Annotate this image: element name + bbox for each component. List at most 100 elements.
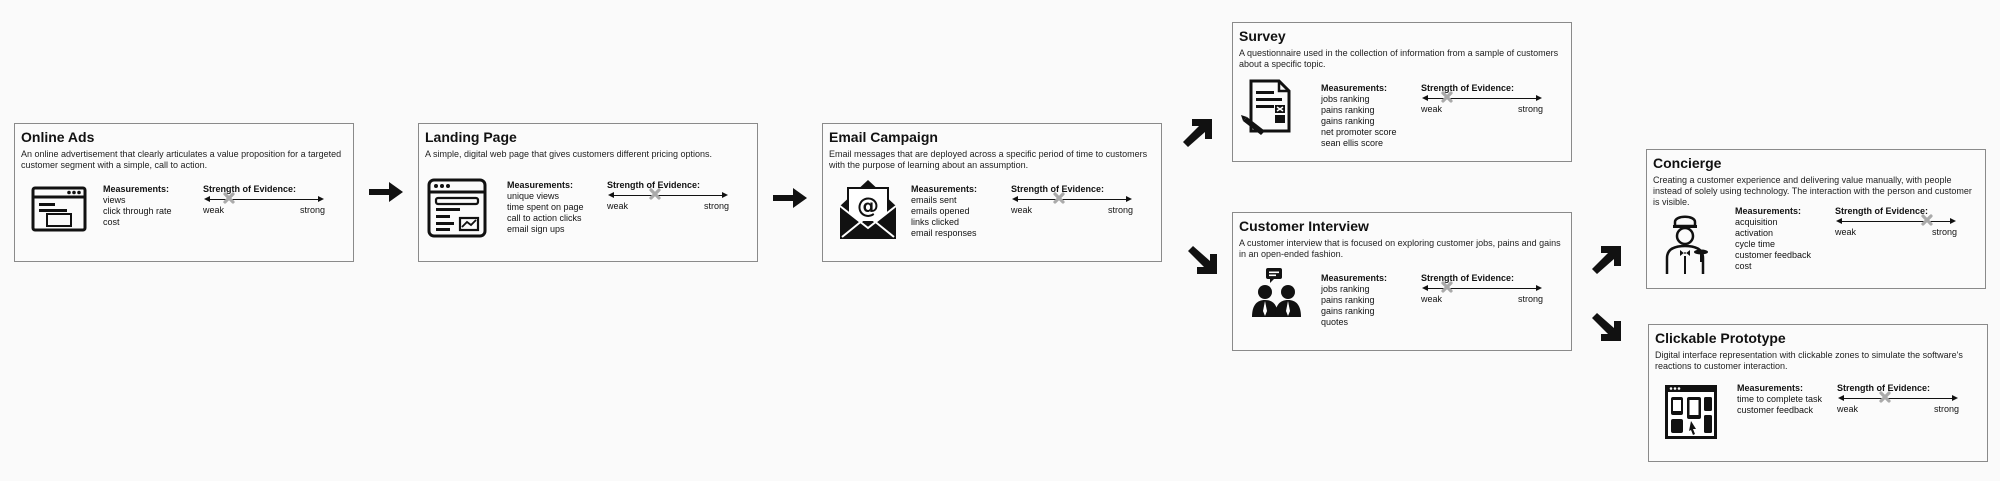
evidence-marker-icon <box>1053 192 1065 204</box>
measurement-item: jobs ranking <box>1321 94 1370 104</box>
questionnaire-icon <box>1239 79 1297 137</box>
evidence-marker-icon <box>1441 91 1453 103</box>
measurement-item: pains ranking <box>1321 105 1375 115</box>
strength-heading: Strength of Evidence: <box>1835 206 1929 216</box>
strength-of-evidence: Strength of Evidence: weak strong <box>1835 206 1957 246</box>
card-title: Landing Page <box>425 129 517 145</box>
measurement-item: acquisition <box>1735 217 1778 227</box>
scale-weak-label: weak <box>1837 404 1859 414</box>
evidence-marker-icon <box>223 192 235 204</box>
evidence-scale-line <box>608 191 728 198</box>
evidence-marker-icon <box>1441 281 1453 293</box>
strength-heading: Strength of Evidence: <box>203 184 297 194</box>
scale-weak-label: weak <box>1835 227 1857 237</box>
measurement-item: jobs ranking <box>1321 284 1370 294</box>
scale-strong-label: strong <box>299 205 325 215</box>
scale-strong-label: strong <box>1107 205 1133 215</box>
measurement-item: net promoter score <box>1321 127 1397 137</box>
concierge-person-icon <box>1661 212 1709 276</box>
card-title: Customer Interview <box>1239 218 1369 234</box>
card-title: Survey <box>1239 28 1286 44</box>
measurement-item: cost <box>103 217 120 227</box>
card-description: A simple, digital web page that gives cu… <box>425 149 712 159</box>
card-clickable-prototype: Clickable Prototype Digital interface re… <box>1648 324 1988 462</box>
measurement-item: quotes <box>1321 317 1349 327</box>
measurements-heading: Measurements: <box>103 184 170 194</box>
svg-text:@: @ <box>857 194 879 219</box>
measurement-item: gains ranking <box>1321 116 1375 126</box>
arrow-down-right-icon <box>1188 246 1217 274</box>
arrow-up-right-icon <box>1183 119 1212 147</box>
scale-weak-label: weak <box>1011 205 1033 215</box>
strength-of-evidence: Strength of Evidence: weak strong <box>607 180 729 220</box>
interview-people-icon <box>1251 267 1303 319</box>
arrow-right-icon <box>369 182 403 202</box>
measurement-item: gains ranking <box>1321 306 1375 316</box>
evidence-marker-icon <box>1879 391 1891 403</box>
measurement-item: email sign ups <box>507 224 565 234</box>
card-title: Concierge <box>1653 155 1722 171</box>
measurements-heading: Measurements: <box>1321 83 1388 93</box>
prototype-screens-icon <box>1663 383 1719 441</box>
evidence-scale-line <box>1422 94 1542 101</box>
strength-heading: Strength of Evidence: <box>1011 184 1105 194</box>
measurements-heading: Measurements: <box>911 184 978 194</box>
measurement-item: time to complete task <box>1737 394 1823 404</box>
measurement-item: views <box>103 195 126 205</box>
measurement-item: links clicked <box>911 217 960 227</box>
strength-heading: Strength of Evidence: <box>607 180 701 190</box>
card-landing-page: Landing Page A simple, digital web page … <box>418 123 758 262</box>
scale-weak-label: weak <box>607 201 629 211</box>
scale-strong-label: strong <box>703 201 729 211</box>
measurements-heading: Measurements: <box>1735 206 1802 216</box>
strength-heading: Strength of Evidence: <box>1837 383 1931 393</box>
measurement-item: email responses <box>911 228 977 238</box>
email-envelope-icon: @ <box>837 176 899 242</box>
card-online-ads: Online Ads An online advertisement that … <box>14 123 354 262</box>
strength-of-evidence: Strength of Evidence: weak strong <box>1421 273 1543 313</box>
card-email-campaign: Email Campaign Email messages that are d… <box>822 123 1162 262</box>
strength-of-evidence: Strength of Evidence: weak strong <box>1421 83 1543 123</box>
measurement-item: unique views <box>507 191 560 201</box>
measurements-heading: Measurements: <box>1321 273 1388 283</box>
scale-strong-label: strong <box>1517 294 1543 304</box>
measurement-item: pains ranking <box>1321 295 1375 305</box>
card-description: Email messages that are deployed across … <box>829 149 1148 170</box>
evidence-scale-line <box>1838 394 1958 401</box>
scale-weak-label: weak <box>1421 104 1443 114</box>
arrow-down-right-icon <box>1592 313 1621 341</box>
scale-weak-label: weak <box>203 205 225 215</box>
card-concierge: Concierge Creating a customer experience… <box>1646 149 1986 289</box>
measurement-item: activation <box>1735 228 1774 238</box>
card-description: A questionnaire used in the collection o… <box>1239 48 1559 69</box>
measurement-item: customer feedback <box>1737 405 1814 415</box>
scale-strong-label: strong <box>1517 104 1543 114</box>
card-customer-interview: Customer Interview A customer interview … <box>1232 212 1572 351</box>
strength-of-evidence: Strength of Evidence: weak strong <box>1837 383 1959 423</box>
measurement-item: cost <box>1735 261 1752 271</box>
measurement-item: sean ellis score <box>1321 138 1384 148</box>
measurement-item: emails sent <box>911 195 957 205</box>
scale-strong-label: strong <box>1931 227 1957 237</box>
arrow-up-right-icon <box>1592 246 1621 274</box>
web-page-icon <box>427 178 487 238</box>
evidence-scale-line <box>1012 195 1132 202</box>
card-description: Creating a customer experience and deliv… <box>1653 175 1972 207</box>
measurement-item: emails opened <box>911 206 970 216</box>
card-survey: Survey A questionnaire used in the colle… <box>1232 22 1572 162</box>
measurement-item: time spent on page <box>507 202 584 212</box>
strength-heading: Strength of Evidence: <box>1421 83 1515 93</box>
measurement-item: click through rate <box>103 206 172 216</box>
measurement-item: call to action clicks <box>507 213 582 223</box>
measurements-heading: Measurements: <box>1737 383 1804 393</box>
card-description: A customer interview that is focused on … <box>1239 238 1561 259</box>
strength-heading: Strength of Evidence: <box>1421 273 1515 283</box>
strength-of-evidence: Strength of Evidence: weak strong <box>203 184 325 224</box>
